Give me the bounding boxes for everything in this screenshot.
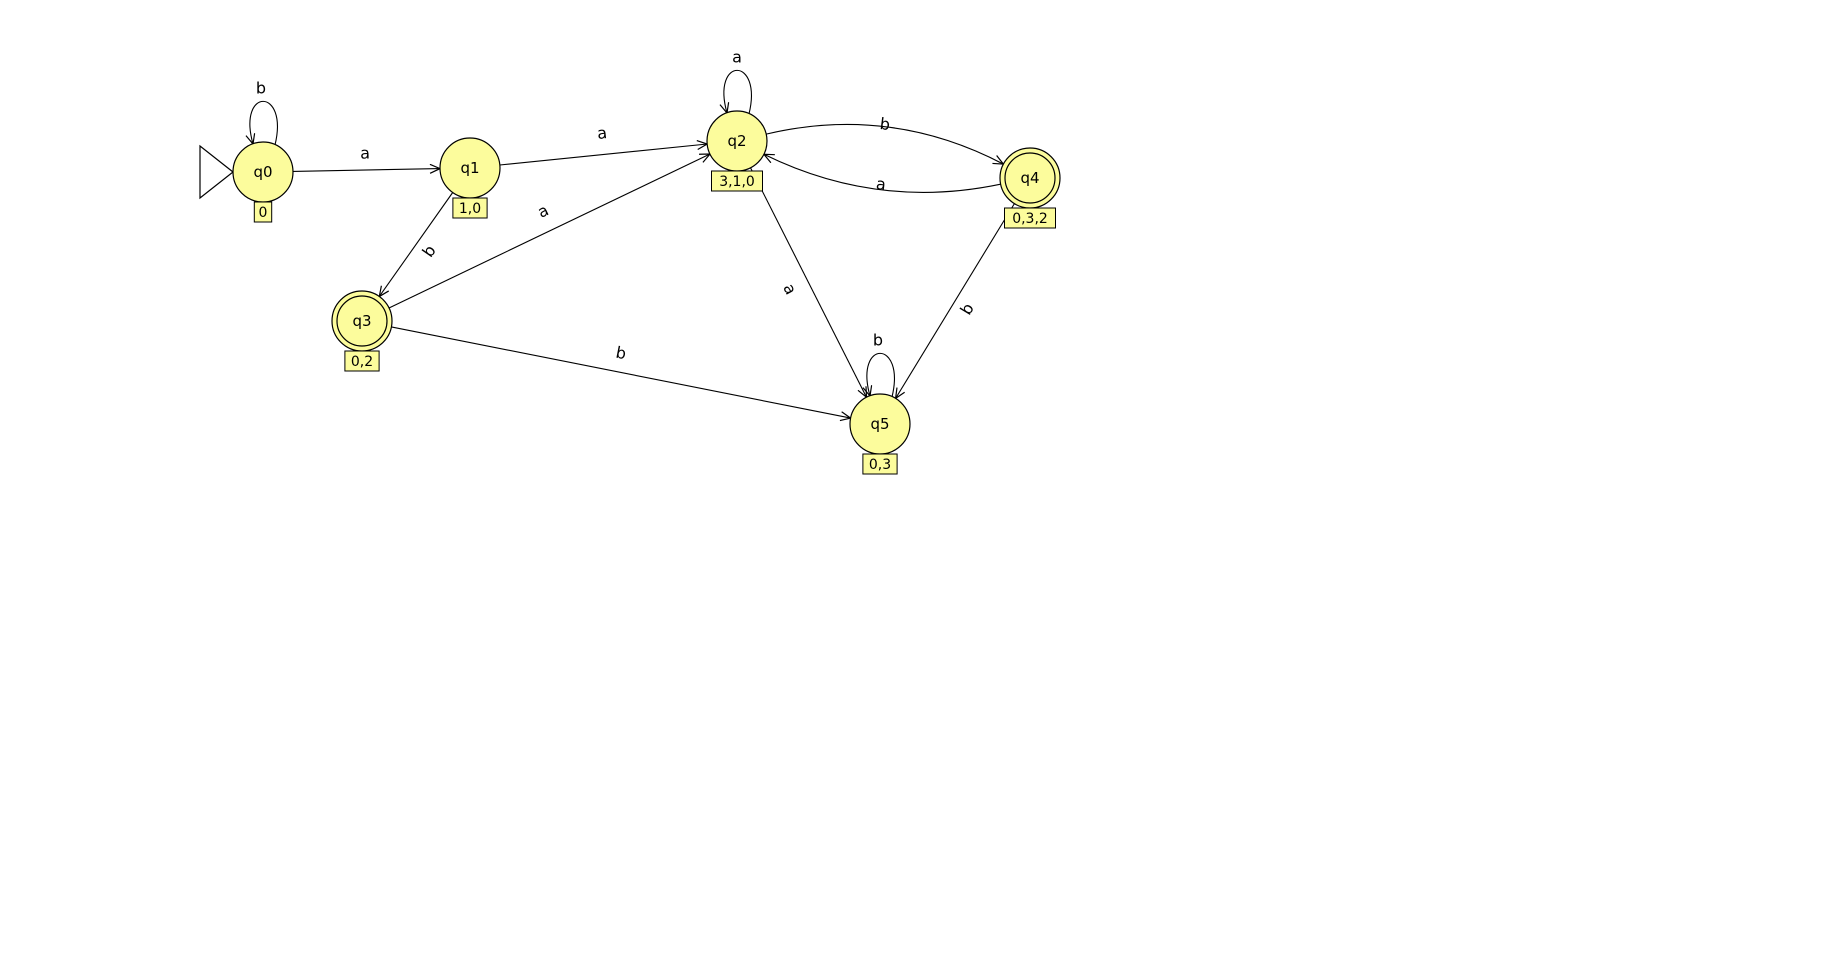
state-tag-q5: 0,3 [869, 457, 891, 473]
transition-q1-q2[interactable] [499, 144, 707, 166]
transition-q1-q3[interactable] [379, 192, 454, 297]
states-layer: q0 0 q1 1,0 q2 3,1,0 q3 0,2 q4 0,3,2 q5 0,3 [199, 110, 1061, 475]
transition-q4-q2[interactable] [764, 154, 1001, 193]
state-q2: q2 3,1,0 [706, 110, 768, 192]
state-q3: q3 0,2 [331, 290, 393, 372]
state-tag-box-q4 [1004, 207, 1056, 229]
transition-q5-q5[interactable] [867, 352, 895, 397]
transition-q4-q5[interactable] [896, 203, 1015, 399]
transition-q0-q0[interactable] [250, 100, 278, 145]
state-tag-q2: 3,1,0 [719, 174, 755, 190]
transition-label-q1-q3: b [418, 241, 439, 260]
transition-label-q5-q5: b [873, 331, 883, 350]
accepting-inner-circle-q3 [336, 295, 388, 347]
state-name-q3: q3 [352, 312, 371, 330]
state-q1: q1 1,0 [439, 137, 501, 219]
state-tag-box-q1 [452, 197, 488, 219]
state-name-q1: q1 [460, 159, 479, 177]
state-q4: q4 0,3,2 [999, 147, 1061, 229]
transition-label-q2-q2: a [732, 48, 742, 67]
transition-q2-q2[interactable] [724, 69, 752, 114]
transition-label-q2-q5: a [779, 280, 800, 297]
transition-q3-q5[interactable] [391, 326, 850, 418]
state-tag-box-q3 [344, 350, 380, 372]
transition-label-q2-q4: b [879, 114, 891, 134]
transition-label-q4-q2: a [875, 174, 887, 194]
state-tag-box-q2 [711, 170, 763, 192]
transition-q2-q4[interactable] [766, 123, 1003, 164]
state-q0: q0 0 [199, 141, 294, 223]
state-name-q4: q4 [1020, 169, 1039, 187]
state-name-q2: q2 [727, 132, 746, 150]
accepting-inner-circle-q4 [1004, 152, 1056, 204]
state-tag-box-q5 [862, 453, 898, 475]
state-tag-box-q0 [253, 201, 273, 223]
transition-q2-q5[interactable] [750, 167, 867, 397]
state-q5: q5 0,3 [849, 393, 911, 475]
transition-label-q0-q1: a [360, 143, 370, 162]
transition-label-q3-q2: a [534, 200, 551, 221]
transition-label-q0-q0: b [256, 79, 266, 98]
state-name-q0: q0 [253, 163, 272, 181]
transition-label-q4-q5: b [956, 300, 978, 318]
state-name-q5: q5 [870, 415, 889, 433]
state-tag-q1: 1,0 [459, 201, 481, 217]
transition-q3-q2[interactable] [388, 154, 710, 309]
state-tag-q4: 0,3,2 [1012, 211, 1048, 227]
transition-q0-q1[interactable] [292, 169, 440, 172]
state-tag-q0: 0 [259, 205, 268, 221]
initial-state-marker-q0 [199, 144, 234, 200]
transition-label-q3-q5: b [614, 343, 628, 364]
state-tag-q3: 0,2 [351, 354, 373, 370]
transition-label-q1-q2: a [596, 123, 608, 143]
